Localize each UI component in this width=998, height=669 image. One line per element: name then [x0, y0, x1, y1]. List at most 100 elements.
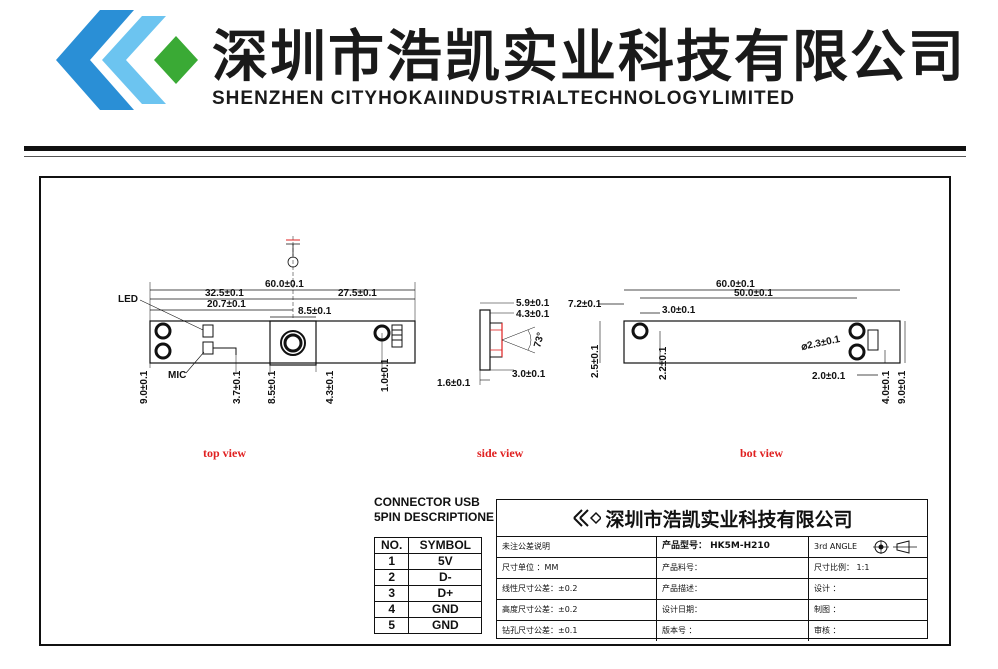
tb-cell: 未注公差说明 [497, 536, 657, 557]
top-dim-mic: 3.7±0.1 [232, 370, 243, 404]
top-camera-lens-outer [280, 330, 306, 356]
title-block-row: 尺寸单位 ：MM 产品料号： 尺寸比例： 1:1 [497, 557, 927, 579]
top-dim-conn: 1.0±0.1 [380, 358, 391, 392]
title-block: 深圳市浩凯实业科技有限公司 未注公差说明 产品型号： HK5M-H210 3rd… [496, 499, 928, 641]
bot-hole-right-2 [848, 343, 866, 361]
bot-dim-overall: 60.0±0.1 [716, 279, 755, 290]
side-dim-angle: 73° [532, 331, 547, 348]
top-led-ring-2 [154, 342, 172, 360]
bot-dim-hole-h: 2.2±0.1 [658, 346, 669, 380]
bot-dim-hole-off: 3.0±0.1 [662, 305, 696, 316]
table-row: 4 GND [373, 601, 483, 618]
tb-cell: 制图 ： [814, 605, 841, 614]
side-dim-total: 5.9±0.1 [516, 298, 550, 309]
pin-symbol: D- [408, 569, 483, 586]
mic-leader [185, 351, 205, 374]
tb-cell: 钻孔尺寸公差：±0.1 [497, 620, 657, 641]
bot-dim-left-h: 2.5±0.1 [590, 344, 601, 378]
side-dim-lens: 4.3±0.1 [516, 309, 550, 320]
top-led-ring-1 [154, 322, 172, 340]
pin-header-no: NO. [373, 537, 410, 554]
header-divider-thin [24, 156, 966, 157]
company-name-en: SHENZHEN CITYHOKAIINDUSTRIALTECHNOLOGYLI… [212, 88, 795, 109]
title-block-row: 高度尺寸公差：±0.2 设计日期： 制图 ： [497, 599, 927, 621]
bot-dim-right-off: 2.0±0.1 [812, 371, 846, 382]
pin-symbol: D+ [408, 585, 483, 602]
pin-no: 5 [373, 617, 410, 634]
top-led-pad [202, 324, 214, 338]
tb-cell-model: 产品型号： HK5M-H210 [657, 536, 809, 557]
title-block-header: 深圳市浩凯实业科技有限公司 [497, 500, 927, 537]
pin-symbol: GND [408, 617, 483, 634]
top-dim-left: 32.5±0.1 [205, 288, 244, 299]
bot-board [623, 320, 901, 364]
tb-cell: 产品料号： [657, 557, 809, 578]
top-dim-cam-pos: 20.7±0.1 [207, 299, 246, 310]
pin-no: 2 [373, 569, 410, 586]
bot-dim-right-h: 4.0±0.1 [881, 370, 892, 404]
tb-cell: 高度尺寸公差：±0.2 [497, 599, 657, 620]
label-side-view: side view [477, 446, 524, 460]
logo-lightblue-mid [102, 16, 166, 104]
side-view [479, 302, 536, 385]
bot-conn-pad [867, 329, 879, 351]
header-divider-thick [24, 146, 966, 151]
bot-hole-right-1 [848, 322, 866, 340]
pin-no: 1 [373, 553, 410, 570]
company-name-cn: 深圳市浩凯实业科技有限公司 [212, 25, 966, 90]
top-dim-overall: 60.0±0.1 [265, 279, 304, 290]
title-block-row: 未注公差说明 产品型号： HK5M-H210 3rd ANGLE [497, 536, 927, 558]
top-camera-module [269, 320, 317, 366]
bot-dim-holes: 50.0±0.1 [734, 288, 773, 299]
tb-cell: 审核 ： [814, 626, 841, 635]
projection-label: 3rd ANGLE [814, 542, 858, 551]
side-board [479, 309, 491, 371]
top-dim-height: 9.0±0.1 [139, 370, 150, 404]
top-view-board [149, 320, 416, 364]
pin-no: 4 [373, 601, 410, 618]
side-lens-housing [489, 322, 503, 358]
connector-title-line2: 5PIN DESCRIPTIONE [374, 510, 495, 524]
tb-cell: 版本号 ： [657, 620, 809, 641]
tb-cell: 尺寸比例： 1:1 [814, 563, 870, 572]
connector-pin-table: NO. SYMBOL 1 5V 2 D- 3 D+ 4 GND 5 GND [373, 537, 483, 634]
bot-hole-left [631, 322, 649, 340]
top-camera-lens-inner [283, 333, 303, 353]
pin-header-symbol: SYMBOL [408, 537, 483, 554]
top-dim-cam-h: 8.5±0.1 [267, 370, 278, 404]
tb-cell: 线性尺寸公差：±0.2 [497, 578, 657, 599]
tb-cell: 设计 ： [814, 584, 841, 593]
tb-cell: 产品描述： [657, 578, 809, 599]
pin-table-header: NO. SYMBOL [373, 537, 483, 554]
orientation-mark [287, 256, 299, 268]
bot-dim-hole-dia: ⌀2.3±0.1 [800, 334, 841, 353]
led-leader [139, 299, 204, 331]
pin-no: 3 [373, 585, 410, 602]
label-top-view: top view [203, 446, 246, 460]
top-mic-trace [213, 347, 237, 355]
third-angle-projection-icon [873, 540, 917, 554]
top-dim-cam-off: 4.3±0.1 [325, 370, 336, 404]
side-dim-board: 1.6±0.1 [437, 378, 471, 389]
company-logo [56, 10, 198, 110]
top-mic-pad [202, 341, 214, 355]
title-block-company: 深圳市浩凯实业科技有限公司 [605, 508, 853, 531]
label-bot-view: bot view [740, 446, 783, 460]
side-dim-base: 3.0±0.1 [512, 369, 546, 380]
side-fov-angle [501, 326, 536, 354]
bot-view [598, 289, 906, 376]
tb-cell: 设计日期： [657, 599, 809, 620]
top-conn-pins [391, 324, 403, 348]
top-label-mic: MIC [168, 370, 186, 381]
title-block-row: 钻孔尺寸公差：±0.1 版本号 ： 审核 ： [497, 620, 927, 641]
connector-title-line1: CONNECTOR USB [374, 495, 480, 509]
mini-logo-icon [573, 509, 602, 527]
company-header: 深圳市浩凯实业科技有限公司 SHENZHEN CITYHOKAIINDUSTRI… [0, 0, 998, 165]
top-label-led: LED [118, 294, 138, 305]
pin-symbol: 5V [408, 553, 483, 570]
tb-cell-angle: 3rd ANGLE [809, 536, 929, 557]
table-row: 2 D- [373, 569, 483, 586]
bot-dim-left-edge: 7.2±0.1 [568, 299, 602, 310]
connector-title: CONNECTOR USB 5PIN DESCRIPTIONE [374, 495, 494, 525]
top-dim-right: 27.5±0.1 [338, 288, 377, 299]
